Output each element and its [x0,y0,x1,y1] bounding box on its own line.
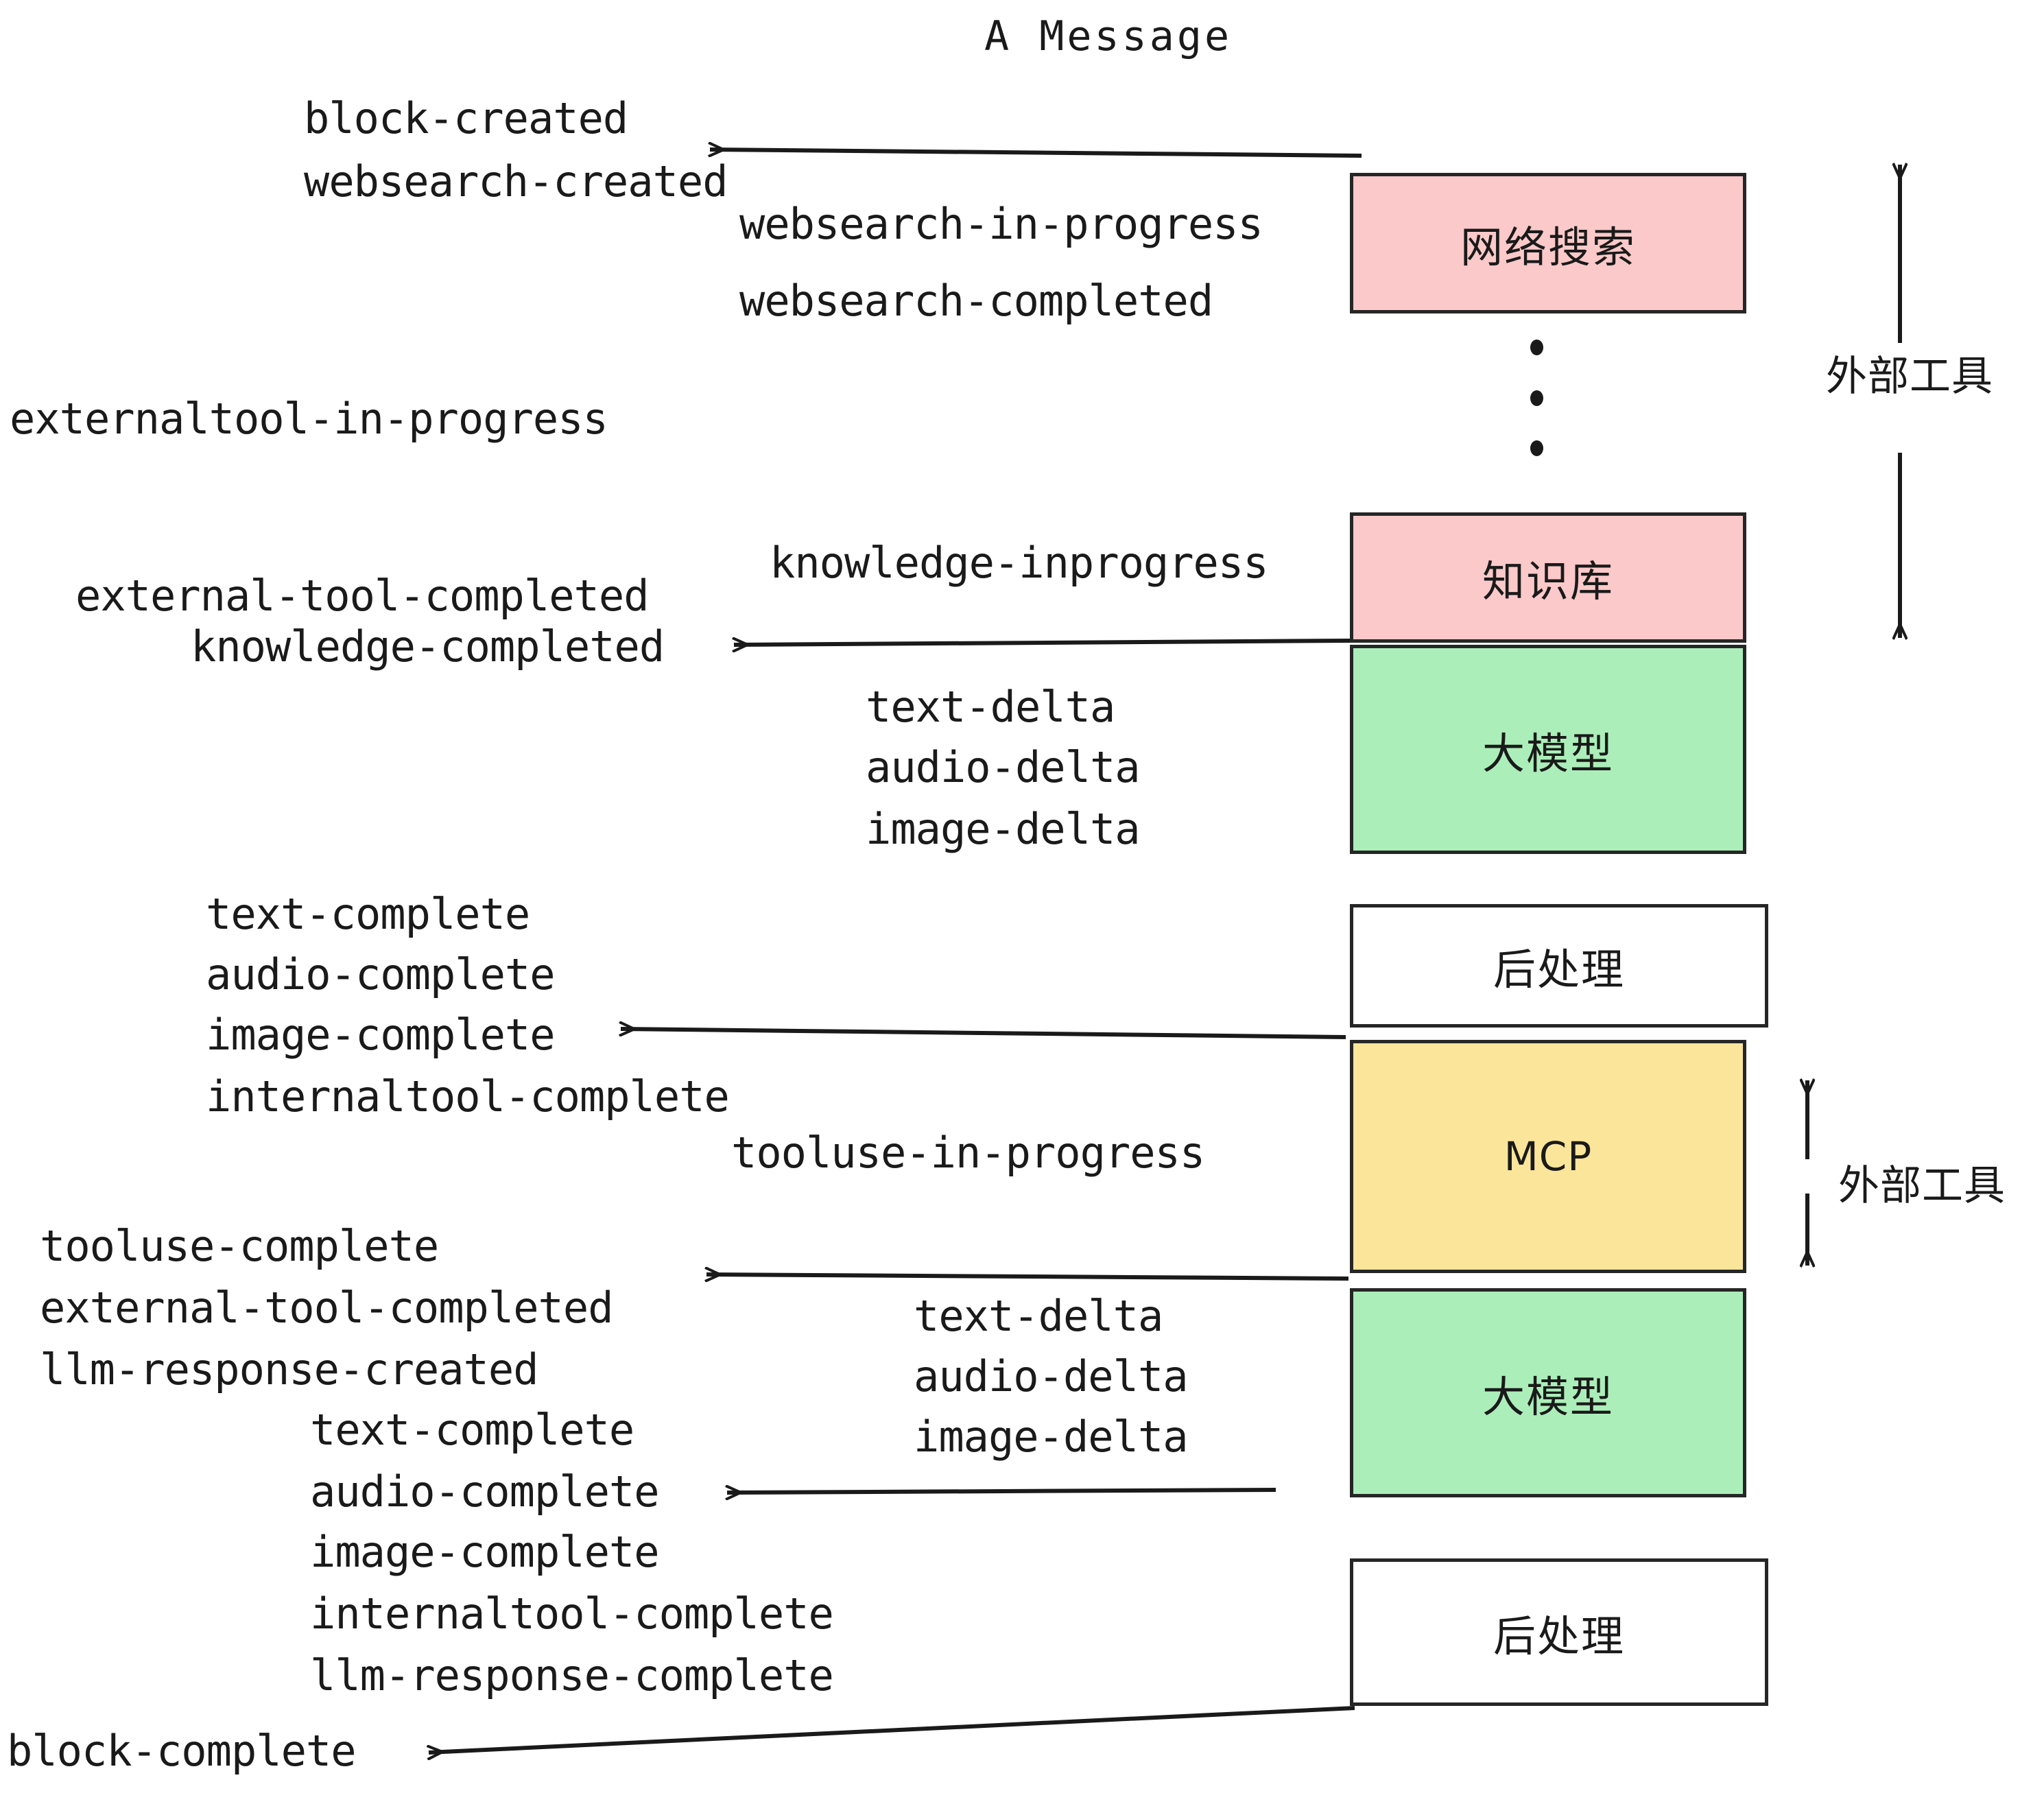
arrow-postprocess-to-imagecomplete [621,1029,1346,1039]
arrow-postprocess2-to-blockcomplete [429,1706,1355,1753]
node-knowledge-base-label: 知识库 [1482,556,1614,606]
label-external-tools-top: 外部工具 [1826,353,1993,401]
arrow-mcp-to-toolusecomplete [706,1274,1349,1279]
event-text-delta-1: text-delta [866,682,1115,732]
arrow-llm2-to-audiocomplete [727,1490,1276,1493]
event-audio-delta-1: audio-delta [866,742,1141,792]
node-mcp[interactable]: MCP [1350,1040,1746,1273]
event-image-complete-2: image-complete [310,1527,660,1577]
event-llm-response-created: llm-response-created [40,1344,539,1394]
node-websearch[interactable]: 网络搜索 [1350,173,1746,313]
node-llm-1-label: 大模型 [1482,728,1614,779]
event-text-delta-2: text-delta [914,1291,1163,1341]
event-external-tool-completed-2: external-tool-completed [40,1283,614,1333]
arrow-knowledge-to-knowledgecompleted [734,641,1351,645]
event-image-delta-1: image-delta [866,804,1141,854]
node-postprocess-1[interactable]: 后处理 [1350,904,1768,1028]
label-external-tools-bottom: 外部工具 [1838,1162,2006,1210]
node-postprocess-2[interactable]: 后处理 [1350,1558,1768,1706]
event-audio-delta-2: audio-delta [914,1351,1189,1401]
node-knowledge-base[interactable]: 知识库 [1350,512,1746,643]
event-llm-response-complete: llm-response-complete [310,1650,834,1700]
event-knowledge-completed: knowledge-completed [191,621,665,672]
event-text-complete-2: text-complete [310,1405,634,1455]
event-audio-complete-1: audio-complete [206,949,556,999]
node-websearch-label: 网络搜索 [1460,222,1636,272]
event-externaltool-in-progress: externaltool-in-progress [10,394,608,444]
event-block-created: block-created [304,93,628,143]
page-title: A Message [984,12,1233,60]
node-mcp-label: MCP [1504,1133,1593,1180]
event-external-tool-completed-1: external-tool-completed [75,571,650,621]
event-audio-complete-2: audio-complete [310,1467,660,1517]
node-llm-2-label: 大模型 [1482,1371,1614,1422]
node-llm-2[interactable]: 大模型 [1350,1288,1746,1497]
event-internaltool-complete-2: internaltool-complete [310,1589,834,1639]
event-internaltool-complete-1: internaltool-complete [206,1071,730,1121]
node-postprocess-2-label: 后处理 [1493,1611,1625,1661]
event-tooluse-complete: tooluse-complete [40,1221,439,1271]
arrow-websearch-to-blockcreated [710,150,1362,158]
node-llm-1[interactable]: 大模型 [1350,645,1746,854]
event-image-delta-2: image-delta [914,1412,1189,1462]
event-websearch-in-progress: websearch-in-progress [739,199,1263,249]
event-image-complete-1: image-complete [206,1010,556,1060]
event-tooluse-in-progress: tooluse-in-progress [731,1128,1205,1178]
event-text-complete-1: text-complete [206,889,530,939]
event-websearch-created: websearch-created [304,156,728,206]
event-websearch-completed: websearch-completed [739,276,1213,326]
event-knowledge-inprogress: knowledge-inprogress [770,538,1269,588]
event-block-complete: block-complete [7,1726,357,1776]
node-postprocess-1-label: 后处理 [1493,945,1625,995]
ellipsis-vertical [1528,340,1545,456]
